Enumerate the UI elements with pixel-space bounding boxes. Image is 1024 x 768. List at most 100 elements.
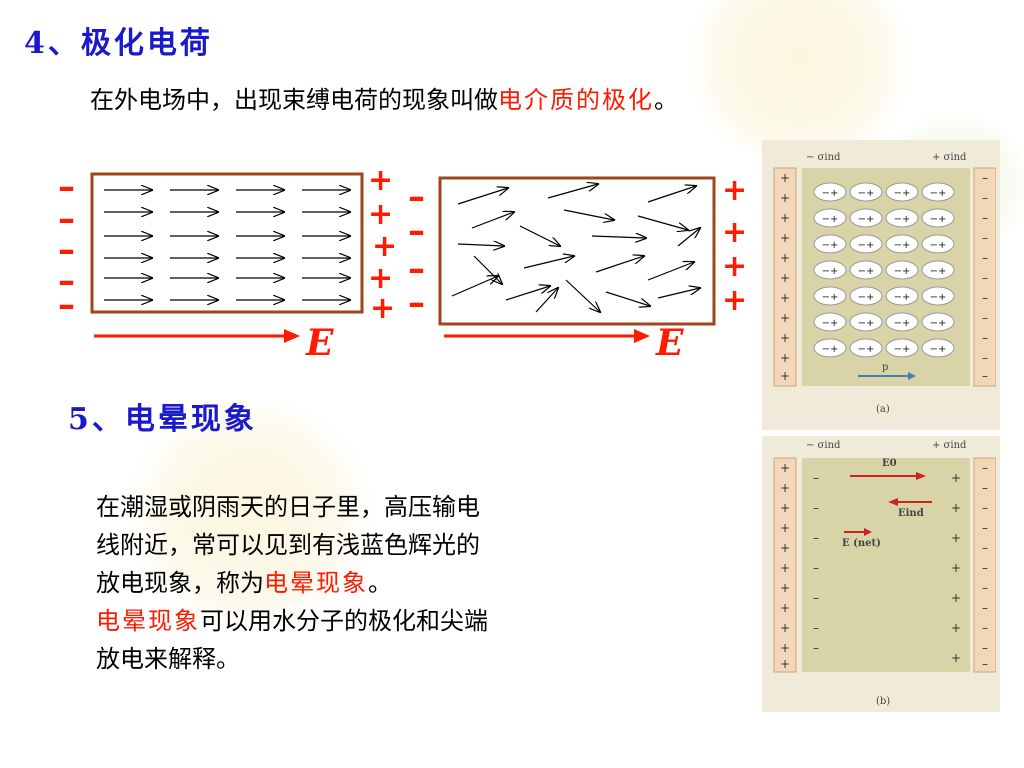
minus-charge: – xyxy=(58,261,75,301)
paragraph-line: 放电来解释。 xyxy=(96,645,240,673)
minus-charge: – xyxy=(58,167,75,207)
svg-text:–: – xyxy=(982,621,988,635)
minus-charge: – xyxy=(408,177,425,217)
field-label-middle: E xyxy=(656,322,684,364)
svg-text:−+: −+ xyxy=(858,188,875,199)
svg-text:+: + xyxy=(780,271,790,285)
svg-text:–: – xyxy=(982,581,988,595)
svg-text:+: + xyxy=(780,291,790,305)
svg-text:−+: −+ xyxy=(930,266,947,277)
svg-text:–: – xyxy=(813,641,819,655)
svg-text:+: + xyxy=(780,581,790,595)
svg-text:–: – xyxy=(813,531,819,545)
svg-text:–: – xyxy=(982,171,988,185)
plus-charge: + xyxy=(368,163,394,198)
svg-text:−+: −+ xyxy=(858,266,875,277)
svg-text:+: + xyxy=(951,651,961,665)
svg-text:+: + xyxy=(780,601,790,615)
svg-text:−+: −+ xyxy=(858,214,875,225)
svg-text:+: + xyxy=(951,591,961,605)
minus-charge: – xyxy=(408,211,425,251)
svg-text:+: + xyxy=(780,171,790,185)
svg-text:−+: −+ xyxy=(822,266,839,277)
line3-prefix: 放电现象，称为 xyxy=(96,569,264,597)
svg-text:−+: −+ xyxy=(930,344,947,355)
svg-text:–: – xyxy=(982,561,988,575)
paragraph-line: 放电现象，称为电晕现象。 xyxy=(96,564,656,602)
random-dipole-box xyxy=(438,176,716,326)
svg-text:+: + xyxy=(780,351,790,365)
plus-charge: + xyxy=(722,215,748,250)
plus-charge: + xyxy=(722,283,748,318)
svg-text:+: + xyxy=(780,561,790,575)
minus-charge: – xyxy=(58,285,75,325)
minus-charge: – xyxy=(408,283,425,323)
svg-text:–: – xyxy=(982,191,988,205)
caption-a: (a) xyxy=(876,404,890,415)
svg-text:−+: −+ xyxy=(822,292,839,303)
svg-text:−+: −+ xyxy=(822,240,839,251)
svg-text:+: + xyxy=(780,481,790,495)
aligned-dipole-box xyxy=(90,172,364,314)
svg-text:–: – xyxy=(982,351,988,365)
svg-text:–: – xyxy=(982,521,988,535)
desc-highlight: 电介质的极化 xyxy=(498,86,654,114)
eind-label: Eind xyxy=(898,508,924,519)
svg-text:–: – xyxy=(982,641,988,655)
svg-text:−+: −+ xyxy=(822,214,839,225)
svg-text:−+: −+ xyxy=(894,344,911,355)
enet-label: E (net) xyxy=(842,538,881,549)
svg-text:–: – xyxy=(982,271,988,285)
svg-text:−+: −+ xyxy=(858,344,875,355)
svg-text:−+: −+ xyxy=(930,188,947,199)
figure-a-drawing: ++++ ++++ +++ –––– –––– ––– −+−+−+−+ −+−… xyxy=(773,167,996,387)
svg-text:–: – xyxy=(982,291,988,305)
svg-text:–: – xyxy=(813,501,819,515)
caption-b: (b) xyxy=(876,696,891,707)
svg-text:−+: −+ xyxy=(894,214,911,225)
svg-text:+: + xyxy=(780,641,790,655)
svg-text:–: – xyxy=(982,331,988,345)
svg-text:–: – xyxy=(982,481,988,495)
field-label-left: E xyxy=(306,322,334,364)
svg-text:−+: −+ xyxy=(822,318,839,329)
svg-text:+: + xyxy=(951,531,961,545)
svg-text:+: + xyxy=(780,231,790,245)
plus-charge: + xyxy=(722,173,748,208)
plus-charge: + xyxy=(372,229,398,264)
svg-text:+: + xyxy=(780,501,790,515)
svg-text:−+: −+ xyxy=(894,266,911,277)
line4-suffix: 可以用水分子的极化和尖端 xyxy=(200,607,488,635)
svg-text:+: + xyxy=(780,461,790,475)
svg-text:–: – xyxy=(982,211,988,225)
svg-text:−+: −+ xyxy=(858,318,875,329)
svg-text:+: + xyxy=(780,211,790,225)
svg-text:+: + xyxy=(780,331,790,345)
svg-text:–: – xyxy=(982,461,988,475)
svg-text:+: + xyxy=(780,621,790,635)
background-flower xyxy=(680,0,920,160)
svg-text:−+: −+ xyxy=(822,344,839,355)
svg-text:−+: −+ xyxy=(930,318,947,329)
svg-text:+: + xyxy=(780,521,790,535)
svg-text:–: – xyxy=(813,471,819,485)
svg-text:+: + xyxy=(780,311,790,325)
svg-text:–: – xyxy=(982,251,988,265)
svg-text:+: + xyxy=(780,369,790,383)
line4-highlight: 电晕现象 xyxy=(96,607,200,635)
svg-text:−+: −+ xyxy=(858,240,875,251)
svg-text:–: – xyxy=(982,501,988,515)
svg-text:−+: −+ xyxy=(894,292,911,303)
svg-text:+: + xyxy=(951,561,961,575)
svg-text:+: + xyxy=(780,191,790,205)
svg-text:–: – xyxy=(982,311,988,325)
figure-b-drawing: ++++ ++++ +++ –––– –––– ––– –––– ––– +++… xyxy=(773,457,996,673)
svg-text:–: – xyxy=(982,657,988,671)
svg-text:−+: −+ xyxy=(858,292,875,303)
svg-text:−+: −+ xyxy=(822,188,839,199)
svg-text:–: – xyxy=(813,621,819,635)
desc-suffix: 。 xyxy=(654,86,678,114)
plus-charge: + xyxy=(368,197,394,232)
plus-charge: + xyxy=(370,291,396,326)
field-arrow-left xyxy=(94,329,300,343)
